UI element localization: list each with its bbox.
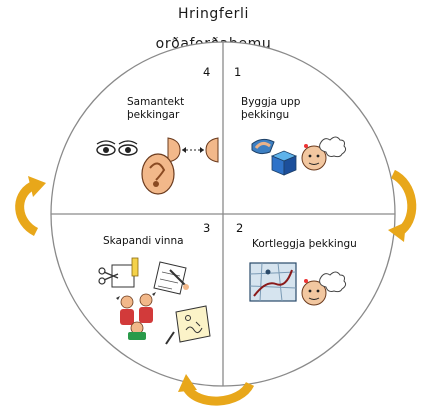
cycle-arrow-right — [388, 169, 417, 242]
quadrant-1-number: 1 — [234, 65, 242, 79]
quadrant-4-label-line1: Samantekt — [127, 96, 185, 108]
drawing-icon — [165, 305, 211, 345]
cubes-icon — [270, 150, 298, 176]
quadrant-4-number: 4 — [203, 65, 211, 79]
cycle-arrow-bottom — [178, 374, 255, 406]
eyes-icon — [96, 140, 138, 156]
building-hand-icon — [251, 138, 275, 155]
map-icon — [249, 262, 297, 302]
quadrant-2-number: 2 — [236, 221, 244, 235]
cycle-arrow-left — [15, 176, 46, 237]
group-work-icon — [116, 292, 156, 340]
quadrant-2-label-line1: Kortleggja þekkingu — [252, 238, 357, 250]
listening-faces-icon — [167, 137, 219, 163]
cutting-icon — [98, 257, 139, 288]
ear-icon — [141, 153, 175, 195]
quadrant-2-label: Kortleggja þekkingu — [252, 238, 357, 251]
quadrant-3-number: 3 — [203, 221, 211, 235]
quadrant-3-label: Skapandi vinna — [103, 235, 184, 248]
quadrant-1-label-line1: Byggja upp — [241, 96, 301, 108]
writing-icon — [153, 261, 189, 295]
quadrant-1-label: Byggja upp þekkingu — [241, 96, 300, 122]
quadrant-4-label-line2: þekkingar — [127, 109, 180, 121]
thinking-face-icon-2 — [301, 271, 347, 306]
quadrant-3-label-line1: Skapandi vinna — [103, 235, 184, 247]
title-line-1: Hringferli — [177, 6, 249, 22]
thinking-face-icon — [301, 136, 347, 171]
quadrant-4-label: Samantekt þekkingar — [127, 96, 184, 122]
quadrant-1-label-line2: þekkingu — [241, 109, 290, 121]
